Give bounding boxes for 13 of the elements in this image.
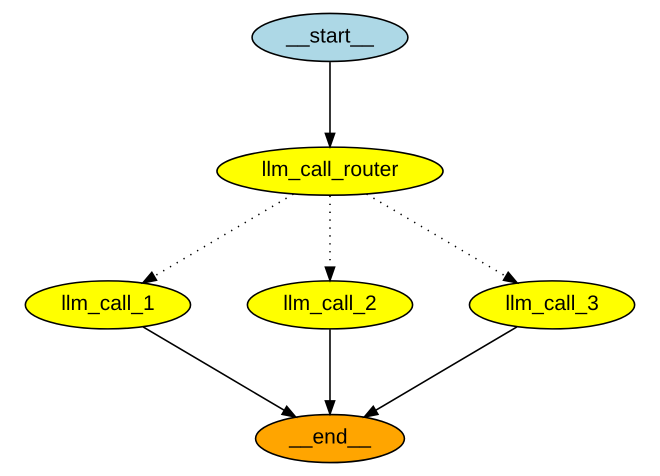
arrow [324, 196, 336, 283]
node-ellipse: __end__ [254, 414, 406, 464]
arrow [140, 193, 294, 284]
node-ellipse: __start__ [251, 12, 409, 62]
node-ellipse: llm_call_2 [246, 280, 414, 330]
node-ellipse: llm_call_router [216, 146, 444, 196]
arrow [362, 326, 518, 418]
node-ellipse: llm_call_3 [468, 280, 636, 330]
arrow [324, 330, 336, 416]
node-ellipse: llm_call_1 [24, 280, 192, 330]
arrow [366, 193, 520, 284]
arrow [142, 326, 298, 418]
arrow [324, 62, 336, 149]
